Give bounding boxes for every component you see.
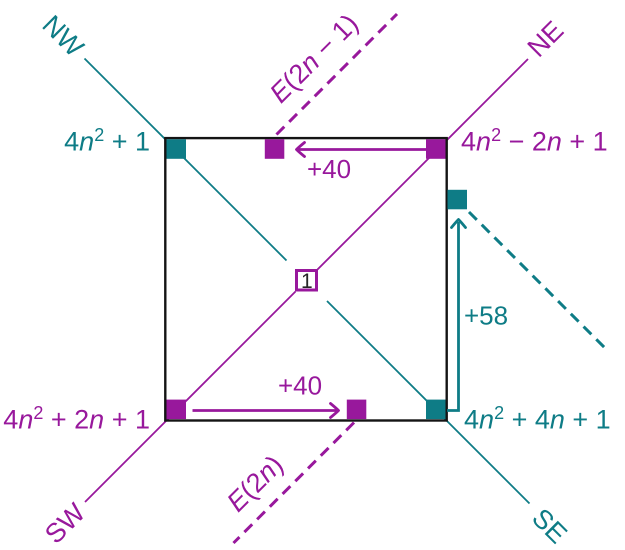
nw-se-diagonal-upper bbox=[83, 57, 288, 262]
direction-label-sw: SW bbox=[39, 497, 91, 549]
step-arrow-right bbox=[447, 222, 460, 412]
center-box bbox=[295, 269, 318, 292]
edge-square-bottom bbox=[346, 399, 367, 420]
step-label-bottom: +40 bbox=[278, 371, 322, 401]
direction-label-se: SE bbox=[526, 503, 573, 550]
direction-label-ne: NE bbox=[522, 15, 570, 63]
step-label-right: +58 bbox=[464, 301, 508, 331]
corner-formula-ne: 4n2 − 2n + 1 bbox=[461, 125, 608, 157]
step-arrow-right-head bbox=[450, 218, 467, 229]
step-arrow-top-head bbox=[295, 141, 306, 158]
main-square bbox=[164, 136, 448, 422]
edge-square-top bbox=[264, 139, 285, 159]
corner-square-se bbox=[426, 399, 446, 420]
corner-formula-se: 4n2 + 4n + 1 bbox=[464, 403, 611, 435]
corner-formula-sw: 4n2 + 2n + 1 bbox=[3, 403, 150, 435]
edge-square-right bbox=[447, 189, 467, 210]
center-value: 1 bbox=[301, 270, 313, 293]
corner-square-nw bbox=[166, 139, 186, 159]
sw-ne-diagonal-upper bbox=[316, 58, 529, 271]
corner-square-sw bbox=[166, 399, 186, 420]
step-label-top: +40 bbox=[307, 154, 351, 184]
dashed-label-bottom: E(2n) bbox=[221, 450, 289, 518]
direction-label-nw: NW bbox=[36, 9, 89, 62]
dashed-line-bottom bbox=[232, 421, 356, 545]
sw-ne-diagonal-lower bbox=[84, 290, 297, 503]
step-arrow-bottom-head bbox=[329, 402, 340, 419]
corner-formula-nw: 4n2 + 1 bbox=[64, 125, 150, 157]
corner-square-ne bbox=[426, 139, 446, 159]
dashed-line-top bbox=[275, 12, 399, 136]
dashed-label-top: E(2n − 1) bbox=[264, 8, 364, 108]
dashed-line-right bbox=[467, 210, 609, 352]
